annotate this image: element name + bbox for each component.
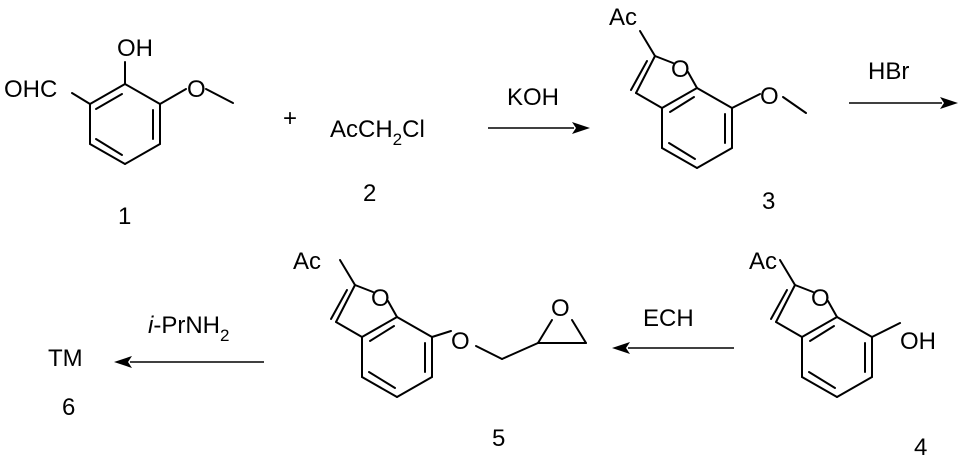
compound-2-formula: AcCH2Cl (330, 116, 425, 149)
compound-6: TM 6 (48, 345, 83, 421)
compound-5-ether-o-label: O (451, 328, 470, 355)
compound-1-aldehyde-label: OHC (4, 76, 57, 103)
compound-3-acetyl-label: Ac (609, 4, 637, 31)
compound-5: Ac O O O 5 (293, 248, 587, 452)
reagent-ech: ECH (643, 305, 694, 332)
reagent-iprnh2-sub: 2 (220, 326, 229, 345)
compound-4-acetyl-label: Ac (749, 248, 777, 275)
reagent-hbr: HBr (868, 58, 909, 85)
compound-2-formula-tail: Cl (402, 116, 425, 143)
compound-5-epoxide-o-label: O (551, 295, 570, 322)
compound-3-number: 3 (762, 188, 775, 215)
reagent-iprnh2-main: -PrNH (153, 312, 220, 339)
compound-4-bonds (770, 259, 901, 398)
compound-2-formula-sub: 2 (393, 130, 402, 149)
compound-3-bonds (630, 30, 807, 169)
target-molecule-label: TM (48, 345, 83, 372)
arrow-iprnh2: i-PrNH2 (114, 312, 264, 368)
compound-6-number: 6 (62, 394, 75, 421)
compound-1: OH OHC O 1 (4, 35, 234, 230)
arrow-ech: ECH (612, 305, 734, 354)
arrow-koh: KOH (488, 84, 590, 134)
compound-4: Ac O OH 4 (749, 248, 936, 461)
compound-3-methoxy-o-label: O (760, 83, 779, 110)
compound-5-ring-o-label: O (371, 285, 390, 312)
arrow-hbr: HBr (849, 58, 958, 109)
compound-4-number: 4 (914, 434, 927, 461)
compound-1-methoxy-o-label: O (187, 76, 206, 103)
reagent-iprnh2-italic: i (148, 312, 154, 339)
compound-1-number: 1 (118, 203, 131, 230)
compound-4-hydroxyl-label: OH (900, 328, 936, 355)
compound-5-acetyl-label: Ac (293, 248, 321, 275)
compound-2: AcCH2Cl 2 (330, 116, 425, 207)
reagent-koh: KOH (507, 84, 559, 111)
compound-5-bonds (330, 259, 587, 398)
reagent-iprnh2: i-PrNH2 (148, 312, 229, 345)
compound-3: Ac O O 3 (609, 4, 807, 215)
compound-1-bonds (71, 61, 234, 165)
compound-2-number: 2 (363, 180, 376, 207)
compound-1-hydroxyl-label: OH (117, 35, 153, 62)
compound-2-formula-main: AcCH (330, 116, 393, 143)
compound-4-ring-o-label: O (811, 285, 830, 312)
plus-sign: + (283, 105, 297, 132)
compound-5-number: 5 (492, 425, 505, 452)
compound-3-ring-o-label: O (671, 56, 690, 83)
